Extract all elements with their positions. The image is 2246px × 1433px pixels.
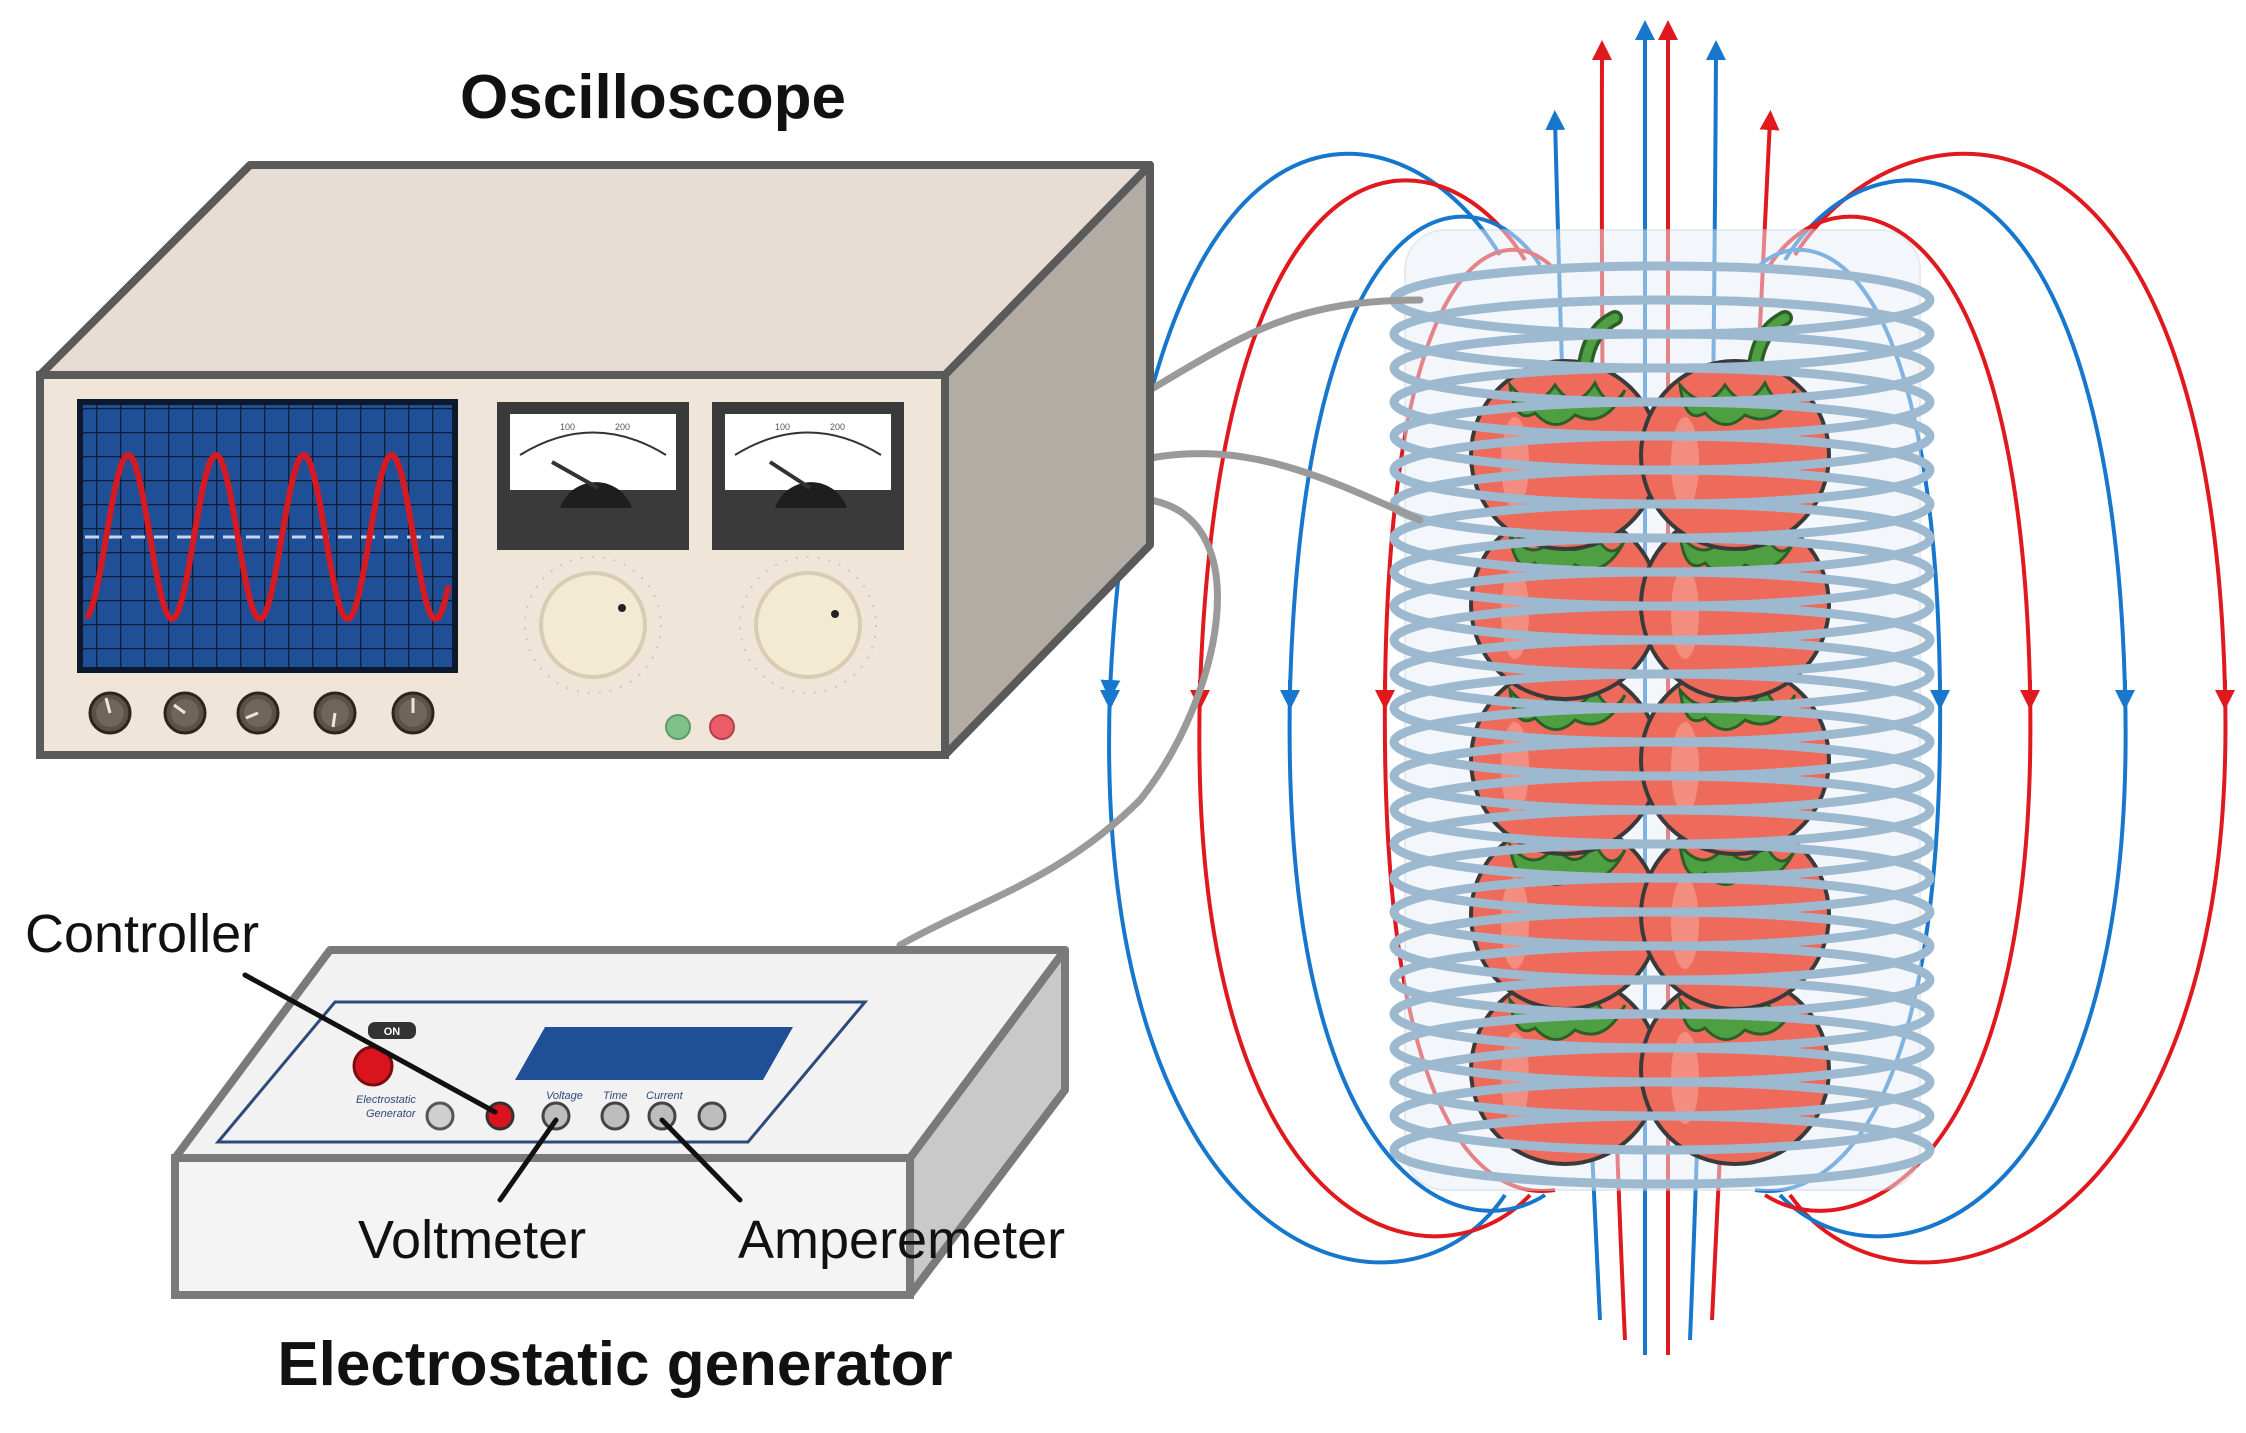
amperemeter-label: Amperemeter xyxy=(738,1210,1065,1270)
lcd-display xyxy=(515,1027,793,1080)
on-switch-label: ON xyxy=(384,1026,401,1038)
coil-with-tomatoes xyxy=(1389,229,1935,1191)
voltage-label: Voltage xyxy=(546,1090,583,1102)
voltmeter-label: Voltmeter xyxy=(358,1210,586,1270)
controller-label: Controller xyxy=(25,904,259,964)
current-label: Current xyxy=(646,1090,684,1102)
green-light-icon xyxy=(665,714,691,740)
red-light-icon xyxy=(709,714,735,740)
controller-knob[interactable] xyxy=(485,1101,515,1131)
time-knob[interactable] xyxy=(600,1101,630,1131)
panel-knob[interactable] xyxy=(425,1101,455,1131)
svg-text:100: 100 xyxy=(775,422,790,432)
connection-cables xyxy=(896,296,1424,949)
coil-ring xyxy=(1389,1077,1935,1155)
on-switch[interactable] xyxy=(368,1022,416,1039)
current-knob[interactable] xyxy=(647,1101,677,1131)
coil-ring xyxy=(1389,1111,1935,1189)
voltage-knob[interactable] xyxy=(541,1101,571,1131)
oscilloscope-label: Oscilloscope xyxy=(460,63,846,132)
oscilloscope-device: 100 200 100 200 xyxy=(36,161,1154,759)
dial-knob-icon[interactable] xyxy=(524,556,662,694)
brand-line-2: Generator xyxy=(366,1108,417,1120)
electrostatic-generator-device: ON Electrostatic Generator Voltage Time … xyxy=(171,946,1069,1299)
coil-icon xyxy=(1389,261,1935,1189)
svg-text:200: 200 xyxy=(615,422,630,432)
panel-knob[interactable] xyxy=(697,1101,727,1131)
waveform-trace xyxy=(85,451,451,623)
scope-knob-row[interactable] xyxy=(88,691,435,735)
dial-knob-icon[interactable] xyxy=(739,556,877,694)
brand-line-1: Electrostatic xyxy=(356,1094,416,1106)
svg-text:200: 200 xyxy=(830,422,845,432)
time-label: Time xyxy=(603,1090,627,1102)
analog-meter-icon: 100 200 xyxy=(497,402,689,550)
svg-text:100: 100 xyxy=(560,422,575,432)
electrostatic-generator-label: Electrostatic generator xyxy=(277,1330,952,1399)
analog-meter-icon: 100 200 xyxy=(712,402,904,550)
leader-lines xyxy=(242,972,743,1203)
